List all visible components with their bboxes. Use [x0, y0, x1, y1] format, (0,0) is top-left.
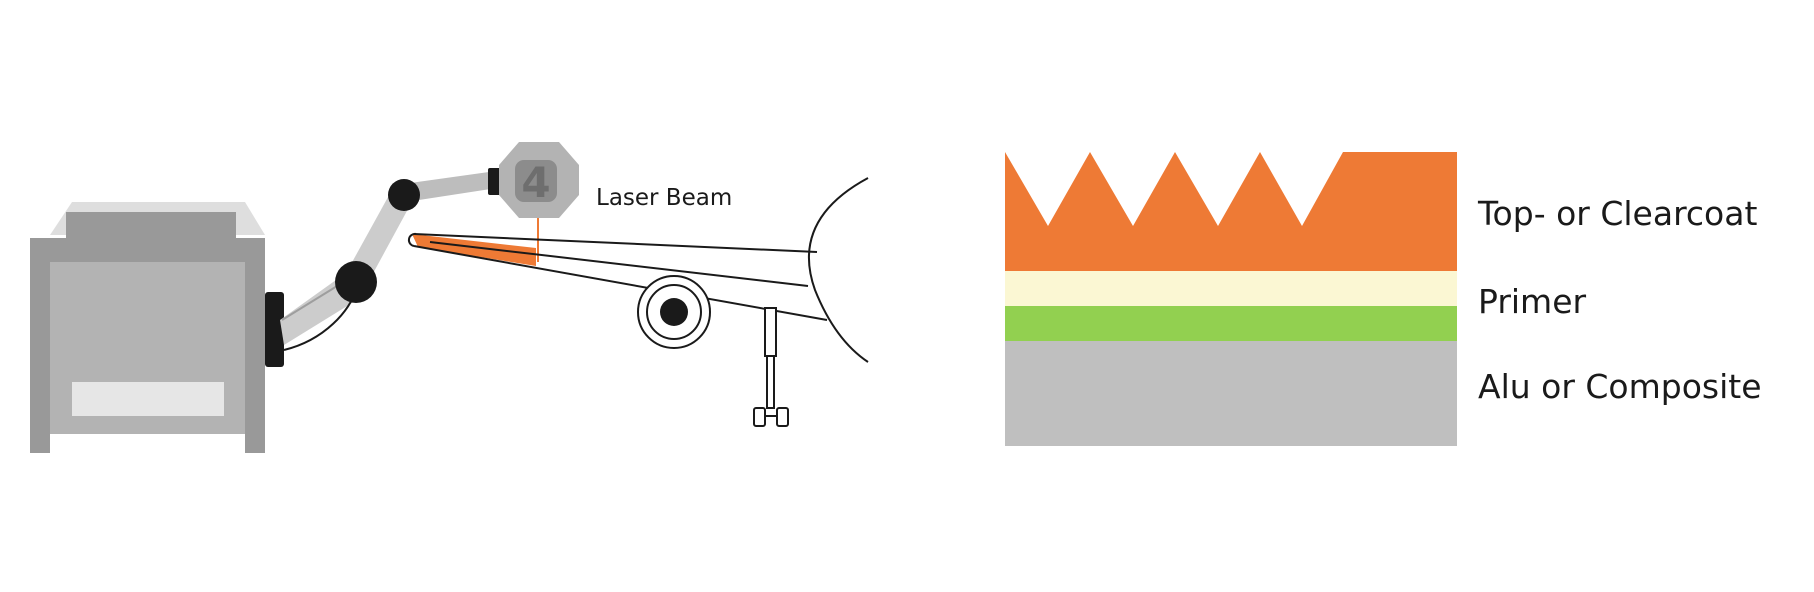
laser-beam-label: Laser Beam	[596, 185, 732, 211]
robot-machine	[30, 202, 284, 454]
aircraft-fuselage-bottom	[413, 245, 828, 321]
arm-upper-segment	[403, 171, 497, 202]
layer-primer	[1005, 270, 1457, 306]
laser-head: 4	[499, 142, 579, 218]
layer-topcoat	[1005, 152, 1457, 271]
aircraft-nose-paint	[412, 234, 536, 266]
aircraft-wing-line	[429, 241, 809, 287]
laser-head-number: 4	[521, 158, 550, 207]
layer-label-substrate: Alu or Composite	[1478, 367, 1762, 406]
head-mount	[488, 168, 502, 195]
robot-arm	[280, 168, 502, 351]
aircraft-engine-cowl	[807, 177, 869, 363]
layer-label-topcoat: Top- or Clearcoat	[1477, 194, 1757, 233]
layer-substrate	[1005, 340, 1457, 446]
laser-head-display	[515, 160, 557, 202]
machine-foot-gap	[50, 434, 245, 454]
arm-joint-lower	[335, 261, 377, 303]
machine-side-connector	[265, 292, 284, 367]
aircraft-fuselage-top	[413, 233, 818, 253]
layer-label-primer: Primer	[1478, 282, 1587, 321]
layer-green	[1005, 305, 1457, 341]
coating-layers: Top- or Clearcoat Primer Alu or Composit…	[1005, 152, 1762, 446]
aircraft-wheel-hub	[660, 298, 688, 326]
machine-label-plate	[72, 382, 224, 416]
arm-joint-upper	[388, 179, 420, 211]
aircraft	[407, 177, 869, 427]
aircraft-landing-gear	[753, 307, 789, 427]
